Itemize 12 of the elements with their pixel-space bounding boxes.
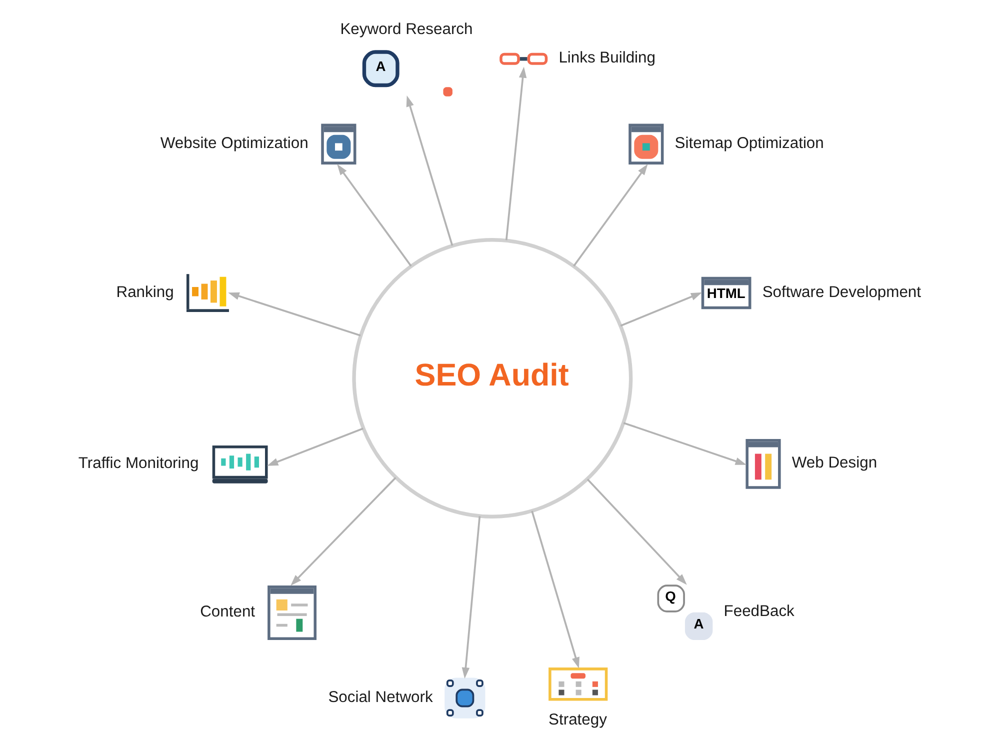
node-label: Sitemap Optimization: [674, 134, 824, 152]
node-label: Keyword Research: [340, 21, 472, 38]
node-label: Links Building: [558, 50, 656, 67]
node-label: Ranking: [116, 284, 174, 301]
node-label: Website Optimization: [160, 134, 308, 152]
node-label: Content: [200, 604, 255, 621]
node-label: FeedBack: [723, 603, 794, 620]
node-label: Traffic Monitoring: [78, 455, 198, 472]
node-label: Web Design: [791, 454, 877, 472]
node-label: Social Network: [328, 688, 432, 706]
node-label: Strategy: [548, 711, 606, 728]
node-label: Software Development: [762, 284, 921, 301]
